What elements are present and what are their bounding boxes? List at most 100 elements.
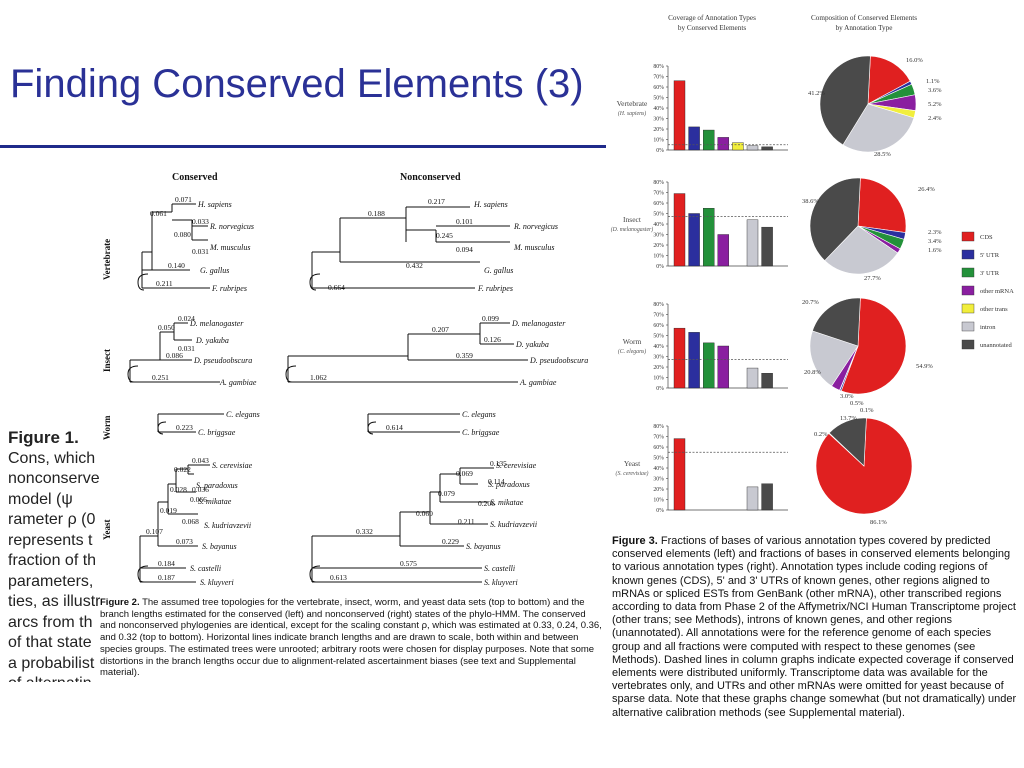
figure1-text-line: rameter ρ (0 (8, 511, 96, 528)
legend-label: CDS (980, 234, 993, 241)
pie-slice-label: 3.0% (840, 393, 854, 400)
svg-text:S. kluyveri: S. kluyveri (484, 578, 518, 587)
y-tick-label: 40% (653, 222, 664, 228)
svg-text:R. norvegicus: R. norvegicus (209, 222, 254, 231)
group-label-yeast: Yeast (102, 520, 112, 541)
svg-text:0.211: 0.211 (156, 279, 173, 288)
figure1-text-line: of alternatin (0, 674, 115, 682)
y-tick-label: 20% (653, 487, 664, 493)
y-tick-label: 30% (653, 117, 664, 123)
bar-unannotated (761, 483, 773, 511)
pie-slice-label: 28.5% (874, 151, 891, 158)
legend-label: other mRNA (980, 288, 1014, 295)
bar-intron (746, 219, 759, 267)
svg-text:0.022: 0.022 (174, 465, 191, 474)
y-tick-label: 0% (656, 508, 664, 514)
figure1-text-line: ties, as illustr (8, 593, 101, 610)
figure3-caption-label: Figure 3. (612, 535, 658, 547)
pie-slice-label: 86.1% (870, 519, 887, 526)
y-tick-label: 60% (653, 201, 664, 207)
y-tick-label: 20% (653, 365, 664, 371)
bar-3-utr (702, 208, 715, 267)
y-tick-label: 70% (653, 313, 664, 319)
bar-unannotated (761, 373, 773, 389)
bar-other-trans (732, 142, 744, 151)
svg-text:0.099: 0.099 (482, 314, 499, 323)
svg-text:0.094: 0.094 (456, 245, 473, 254)
svg-text:0.207: 0.207 (432, 325, 449, 334)
pie-slice-label: 13.7% (840, 415, 857, 422)
svg-text:0.073: 0.073 (176, 537, 193, 546)
legend-swatch (961, 249, 975, 260)
bar-cds (673, 80, 686, 151)
tree-vertebrate-nonconserved: 0.217 0.188 0.101 0.245 0.094 0.432 0.66… (309, 197, 558, 293)
svg-text:S. kudriavzevii: S. kudriavzevii (490, 520, 537, 529)
y-tick-label: 40% (653, 344, 664, 350)
figure3-caption-text: Fractions of bases of various annotation… (612, 535, 1017, 719)
pie-slice-label: 16.0% (906, 57, 923, 64)
tree-yeast-conserved: 0.043 0.022 0.036 0.028 0.066 0.019 0.06… (137, 456, 253, 587)
conserved-header: Conserved (172, 172, 218, 183)
y-tick-label: 0% (656, 386, 664, 392)
bar-intron (746, 367, 759, 389)
bar-other-mrna (717, 137, 730, 151)
y-tick-label: 40% (653, 106, 664, 112)
svg-text:G. gallus: G. gallus (484, 266, 513, 275)
y-tick-label: 20% (653, 127, 664, 133)
bar-intron (746, 486, 759, 511)
svg-text:0.024: 0.024 (178, 314, 195, 323)
pie-slice-label: 5.2% (928, 101, 942, 108)
svg-text:0.432: 0.432 (406, 261, 423, 270)
svg-text:S. cerevisiae: S. cerevisiae (496, 461, 537, 470)
pie-slice-intron (824, 225, 899, 275)
figure1-text-line: nonconserve (8, 470, 100, 487)
svg-text:0.251: 0.251 (152, 373, 169, 382)
figure1-heading: Figure 1. (8, 428, 79, 447)
y-tick-label: 10% (653, 138, 664, 144)
svg-text:F. rubripes: F. rubripes (211, 284, 247, 293)
bar-group-label: Worm (623, 337, 642, 346)
figure3-caption: Figure 3. Fractions of bases of various … (612, 535, 1022, 720)
slide-title: Finding Conserved Elements (3) (10, 62, 584, 106)
svg-text:0.066: 0.066 (190, 495, 207, 504)
legend-label: unannotated (980, 342, 1013, 349)
pie-slice-label: 0.5% (850, 400, 864, 407)
y-tick-label: 80% (653, 64, 664, 70)
pie-slice-label: 26.4% (918, 186, 935, 193)
figure1-text-line: arcs from th (8, 613, 93, 631)
svg-text:0.614: 0.614 (386, 423, 403, 432)
pie-slice-unannotated (809, 177, 861, 262)
pie-slice-cds (857, 177, 907, 233)
svg-text:0.033: 0.033 (192, 217, 209, 226)
pie-slice-label: 0.2% (814, 431, 828, 438)
svg-text:S. castelli: S. castelli (190, 564, 221, 573)
figure2-caption: Figure 2. The assumed tree topologies fo… (100, 597, 603, 679)
y-tick-label: 70% (653, 191, 664, 197)
pie-slice-label: 20.7% (802, 299, 819, 306)
bar-group-label: Vertebrate (617, 99, 648, 108)
bar-cds (673, 438, 686, 511)
svg-text:S. kudriavzevii: S. kudriavzevii (204, 521, 251, 530)
pie-slice-intron (809, 330, 859, 387)
svg-text:0.135: 0.135 (490, 459, 507, 468)
svg-text:S. bayanus: S. bayanus (202, 542, 237, 551)
y-tick-label: 50% (653, 212, 664, 218)
pie-slice-label: 27.7% (864, 275, 881, 282)
y-tick-label: 10% (653, 376, 664, 382)
svg-text:C. elegans: C. elegans (226, 410, 260, 419)
svg-text:S. kluyveri: S. kluyveri (200, 578, 234, 587)
pie-slice-label: 1.6% (928, 247, 942, 254)
bar-other-mrna (717, 345, 730, 389)
pie-slice-label: 2.3% (928, 229, 942, 236)
coverage-title-2: by Conserved Elements (678, 24, 746, 32)
composition-title-2: by Annotation Type (836, 24, 893, 32)
svg-text:0.184: 0.184 (158, 559, 175, 568)
tree-vertebrate-conserved: 0.071 0.061 0.033 0.080 0.031 0.140 0.21… (137, 195, 254, 293)
group-label-insect: Insect (102, 349, 112, 372)
svg-text:0.223: 0.223 (176, 423, 193, 432)
bar-5-utr (688, 126, 700, 151)
bar-3-utr (702, 342, 715, 389)
svg-text:0.031: 0.031 (178, 344, 195, 353)
